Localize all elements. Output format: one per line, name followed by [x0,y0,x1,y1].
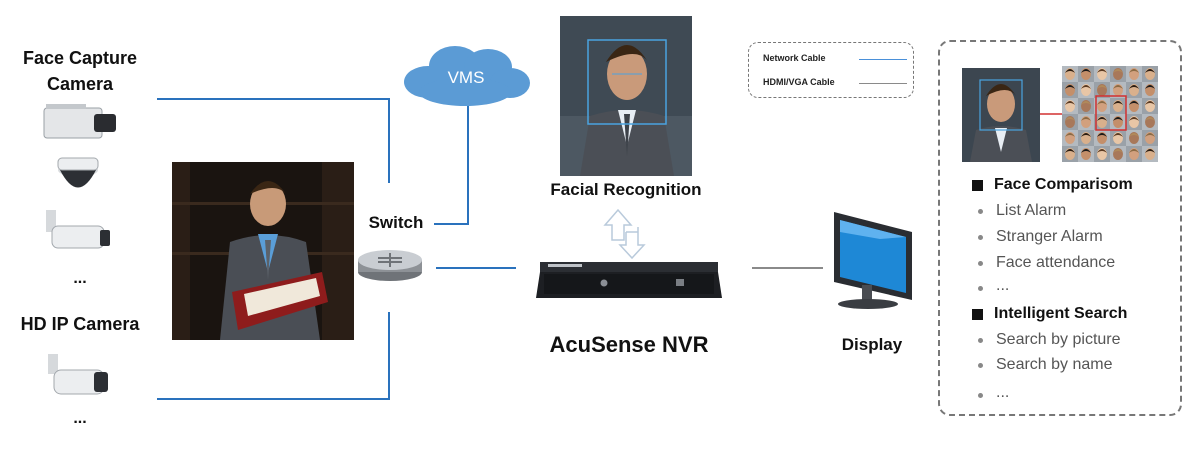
vms-label: VMS [447,68,485,87]
list-item: Search by name [996,356,1113,373]
hd-camera-cable [157,312,390,400]
person-reading-photo [172,162,354,340]
bullet-camera-icon [46,210,110,249]
facial-recognition-photo [560,16,692,176]
vms-cloud-icon [404,46,530,106]
display-label: Display [841,335,903,354]
facial-recognition-label: Facial Recognition [550,180,702,199]
bullet-dot-icon [978,393,983,398]
bullet-dot-icon [978,209,983,214]
hd-ip-camera-icon [48,354,108,395]
feature-panel [938,40,1182,416]
dome-camera-icon [57,157,99,188]
crowd-faces-photo [1062,66,1158,162]
list-item: Search by picture [996,331,1121,348]
list-item: Face attendance [996,254,1116,271]
face-camera-more: ... [73,270,87,287]
bullet-dot-icon [978,363,983,368]
face-thumbnail-photo [962,68,1040,162]
network-cable-swatch [859,59,907,60]
nvr-label: AcuSense NVR [549,332,709,357]
network-cable-label: Network Cable [763,53,826,63]
hd-camera-more: ... [73,410,87,427]
face-capture-label: Face Capture [22,48,138,68]
list-item: Stranger Alarm [996,228,1103,245]
bullet-square-icon [972,180,983,191]
bullet-dot-icon [978,235,983,240]
network-switch-icon [358,250,422,281]
bullet-square-icon [972,309,983,320]
sync-arrows-icon [603,208,646,260]
hdmi-cable-swatch [859,83,907,84]
face-comparison-heading: Face Comparisom [994,176,1133,193]
bullet-dot-icon [978,338,983,343]
cable-legend: Network Cable HDMI/VGA Cable [748,42,914,98]
camera-label: Camera [46,74,114,94]
hd-ip-camera-label: HD IP Camera [20,314,140,334]
list-item: List Alarm [996,202,1067,219]
box-camera-icon [43,104,116,139]
bullet-dot-icon [978,286,983,291]
switch-label: Switch [368,213,424,232]
list-item: ... [996,384,1010,401]
face-camera-cable [157,98,390,183]
list-item: ... [996,277,1010,294]
bullet-dot-icon [978,261,983,266]
nvr-device-icon [536,262,722,298]
hdmi-cable-label: HDMI/VGA Cable [763,77,835,87]
display-monitor-icon [834,212,912,309]
switch-vms-cable [434,95,469,225]
intelligent-search-heading: Intelligent Search [994,305,1128,322]
